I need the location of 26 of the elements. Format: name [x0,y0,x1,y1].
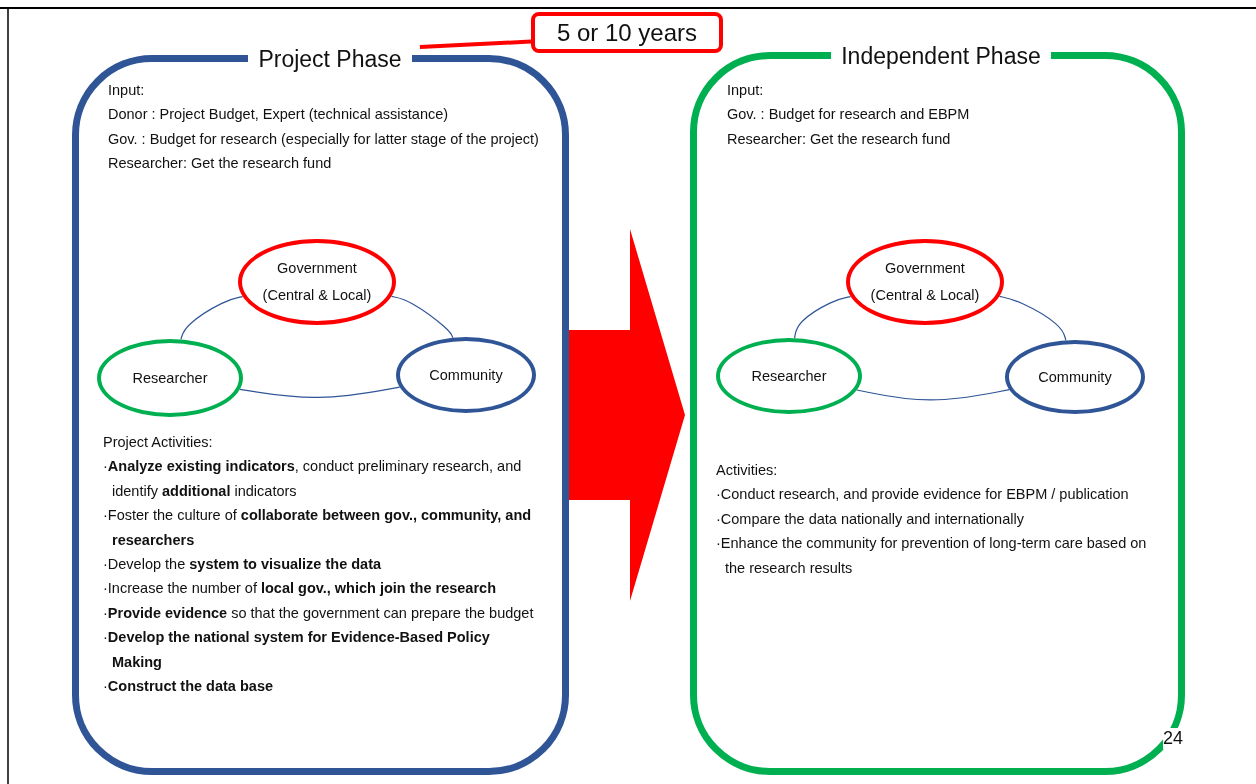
panel-text: Donor : Project Budget, Expert (technical assistance) [108,105,450,125]
callout-box: 5 or 10 years [531,12,723,53]
panel-text: ·Conduct research, and provide evidence for EBPM / publication [716,485,1130,505]
panel-text: ·Develop the national system for Evidence-Based Policy Making [103,628,491,672]
panel-text: Researcher: Get the research fund [108,154,333,174]
panel-text: Gov. : Budget for research (especially for latter stage of the project) [108,129,540,149]
actor-ellipse: Researcher [97,339,243,417]
panel-text: ·Develop the system to visualize the data [103,555,383,575]
panel-text: Gov. : Budget for research and EBPM [727,105,971,125]
panel-text: Project Activities: [103,433,214,452]
actor-ellipse: Researcher [716,338,862,414]
panel-text: ·Provide evidence so that the government can prepare the budget [103,603,535,623]
panel-text: ·Compare the data nationally and internationally [716,509,1025,529]
actor-ellipse: Community [1005,340,1145,414]
panel-text: Input: [727,81,765,100]
panel-text: ·Increase the number of local gov., which join the research [103,579,497,599]
panel-text: Input: [108,81,146,100]
panel-text: Researcher: Get the research fund [727,129,952,149]
panel-text: ·Enhance the community for prevention of long-term care based on the research results [716,534,1148,578]
actor-ellipse: Government (Central & Local) [846,239,1004,325]
block-arrow [569,229,685,601]
page-number: 24 [1163,728,1184,749]
actor-ellipse: Community [396,337,536,413]
actor-ellipse: Government (Central & Local) [238,239,396,325]
panel-text: ·Construct the data base [103,677,274,697]
panel-text: Activities: [716,461,779,480]
